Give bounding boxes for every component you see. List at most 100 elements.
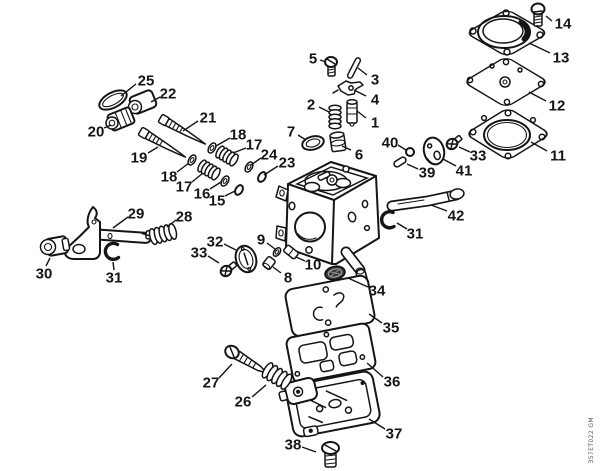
part-23-o-ring [257, 171, 267, 183]
leader-line-adjusting-screw [182, 120, 199, 132]
leader-line-spring [318, 106, 330, 113]
part-number-label-33-screw: 33 [191, 245, 208, 262]
part-number-label-4-metering-lever: 4 [371, 92, 380, 109]
part-30-cap [39, 235, 71, 257]
leader-line-idle-screw [218, 363, 233, 379]
part-7-seal-ring [301, 135, 325, 151]
leader-line-gasket [368, 313, 383, 324]
part-pump-elbow [278, 376, 318, 406]
part-28-spring [141, 222, 178, 246]
part-number-label-16-washer: 16 [194, 186, 211, 203]
leader-line-o-ring [263, 165, 279, 176]
part-number-label-23-o-ring: 23 [279, 155, 296, 172]
part-number-label-13-cover-plate: 13 [553, 50, 570, 67]
leader-line-gasket [530, 141, 548, 152]
part-13-cover-plate [468, 9, 546, 56]
part-20-cap-nut [105, 106, 136, 132]
part-number-label-31-clip: 31 [407, 226, 424, 243]
leader-line-clip [112, 261, 115, 271]
part-38-screw [321, 441, 340, 468]
part-number-label-12-metering-diaphragm: 12 [549, 98, 566, 115]
part-19-adjusting-screw [137, 126, 187, 158]
leader-line-clip [396, 222, 408, 230]
part-21-adjusting-screw [157, 113, 207, 145]
part-number-label-17-spring: 17 [176, 179, 193, 196]
part-number-label-39-pin: 39 [419, 165, 436, 182]
part-9-washer [272, 246, 282, 258]
part-32-throttle-valve [234, 244, 258, 274]
part-14-screw [530, 2, 546, 27]
leader-line-ring [397, 144, 407, 151]
part-26-spring [261, 362, 293, 390]
part-number-label-41-choke-valve: 41 [456, 163, 473, 180]
part-number-label-21-adjusting-screw: 21 [200, 110, 217, 127]
part-number-label-37-pump-cover: 37 [386, 426, 403, 443]
part-number-label-26-spring: 26 [235, 394, 252, 411]
leader-line-cap-nut [103, 124, 112, 129]
part-2-spring [328, 104, 342, 130]
leader-line-cover-plate [528, 42, 551, 54]
leader-line-spring [232, 147, 247, 154]
leader-line-plunger [356, 110, 367, 119]
leader-line-adjusting-screw [147, 146, 159, 154]
part-10-plug [283, 244, 299, 260]
leader-line-pin [357, 67, 368, 76]
part-39-pin [393, 156, 407, 168]
leader-line-screw [319, 59, 327, 63]
leader-line-inlet-screen [347, 277, 369, 288]
part-number-label-2-spring: 2 [307, 97, 315, 114]
part-number-label-19-adjusting-screw: 19 [131, 150, 148, 167]
part-number-label-9-washer: 9 [257, 232, 265, 249]
part-3-pin [346, 57, 362, 79]
leader-line-washer [176, 162, 190, 173]
part-16-washer [220, 175, 230, 187]
leader-line-washer [250, 157, 262, 166]
part-number-label-18-washer: 18 [230, 127, 247, 144]
part-number-label-18-washer: 18 [161, 169, 178, 186]
part-number-label-15-o-ring: 15 [209, 193, 226, 210]
part-number-label-6-sleeve: 6 [355, 147, 363, 164]
part-number-label-10-plug: 10 [305, 257, 322, 274]
leader-line-plug [295, 256, 306, 262]
part-number-label-42-choke-shaft: 42 [448, 208, 465, 225]
part-number-label-11-gasket: 11 [550, 148, 566, 165]
leader-line-screw [545, 15, 553, 22]
part-number-label-24-washer: 24 [261, 147, 278, 164]
part-18-washer-upper [207, 142, 217, 154]
part-number-label-34-inlet-screen: 34 [369, 283, 386, 300]
part-number-label-31-clip: 31 [106, 270, 123, 287]
part-15-o-ring [234, 184, 244, 196]
part-number-label-27-idle-screw: 27 [203, 375, 220, 392]
leader-line-choke-valve [442, 158, 457, 167]
leader-line-pump-cover [368, 418, 386, 430]
leader-line-seal-ring [297, 134, 307, 141]
part-number-label-28-spring: 28 [176, 209, 193, 226]
leader-line-spring [166, 219, 177, 228]
part-36-pump-diaphragm [285, 322, 377, 384]
part-40-ring [405, 147, 415, 157]
leader-line-cap [45, 257, 51, 267]
part-18-washer-lower [187, 154, 197, 166]
leader-line-spring [191, 172, 204, 183]
leader-line-throttle-shaft [112, 216, 129, 229]
part-number-label-17-spring: 17 [246, 137, 263, 154]
leader-line-screw [458, 146, 471, 153]
part-12-metering-diaphragm [466, 58, 546, 106]
leader-line-bushing [272, 266, 282, 274]
leader-line-o-ring [120, 83, 137, 97]
leader-line-metering-lever [353, 89, 367, 97]
part-number-label-35-gasket: 35 [383, 320, 400, 337]
part-33-screw-right [445, 134, 463, 151]
part-31-clip-right [379, 210, 396, 230]
leader-line-screw [301, 446, 317, 453]
part-17-spring-lower [197, 159, 221, 181]
part-number-label-33-screw: 33 [470, 148, 487, 165]
part-8-bushing [262, 255, 276, 271]
leader-line-spring [251, 384, 267, 398]
part-27-idle-screw [224, 344, 268, 374]
part-number-label-38-screw: 38 [285, 437, 302, 454]
leader-line-cap [150, 96, 161, 103]
part-number-label-30-cap: 30 [36, 266, 53, 283]
